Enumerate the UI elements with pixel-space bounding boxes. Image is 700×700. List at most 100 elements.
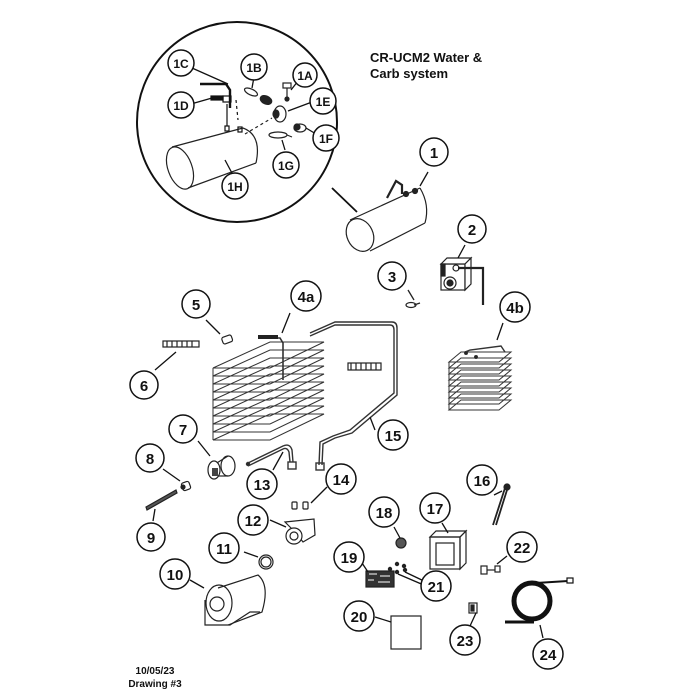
callout-6: 6 [129,370,159,400]
part-4a-evaporator-coil [212,312,325,441]
callout-20-label: 20 [351,609,368,626]
part-1e-manifold [244,105,287,135]
part-8-nut [162,468,192,492]
part-20-cover-panel [374,615,422,650]
callout-11-label: 11 [216,541,232,558]
callout-4b: 4b [499,291,531,323]
callout-4a: 4a [290,280,322,312]
detail-magnifier [136,21,358,223]
part-2-pump-block [439,244,485,305]
callout-3: 3 [377,261,407,291]
part-13-tube [245,444,297,471]
callout-12-label: 12 [245,513,262,530]
part-22-connector [480,555,508,575]
callout-16: 16 [466,464,498,496]
part-1g-stem [268,131,293,139]
part-4b-coil [447,322,513,411]
callout-1c-label: 1C [173,57,189,71]
title-line-2: Carb system [370,66,449,81]
part-1-carbonator-tank [345,171,429,252]
callout-15-label: 15 [385,428,402,445]
callout-21-label: 21 [428,579,445,596]
part-6-manifold-strip [154,340,200,371]
callout-17-label: 17 [427,501,444,518]
part-24-coiled-hose [505,577,574,639]
callout-15: 15 [377,419,409,451]
callout-1a: 1A [292,62,318,88]
callout-1a-label: 1A [297,69,313,83]
part-1f-nut [293,123,307,133]
part-12-pump-head [269,518,316,545]
manifold-strip-loose [347,362,382,371]
part-1a-valve [282,82,292,102]
callout-labels: 1C 1B 1A 1D 1E 1F 1G 1H 1 2 3 4a 4b 5 6 … [129,49,564,670]
callout-18-label: 18 [376,505,393,522]
callout-1g: 1G [272,151,300,179]
callout-2-label: 2 [468,222,476,239]
callout-4b-label: 4b [506,300,524,317]
callout-12: 12 [237,504,269,536]
callout-1d-label: 1D [173,99,189,113]
callout-14: 14 [325,463,357,495]
part-17-bracket-box [428,522,468,571]
callout-18: 18 [368,496,400,528]
callout-7-label: 7 [179,422,187,439]
callout-13: 13 [246,468,278,500]
part-16-probe [492,483,511,526]
callout-24: 24 [532,638,564,670]
callout-11: 11 [208,532,240,564]
callout-1d: 1D [167,91,195,119]
callout-1c: 1C [167,49,195,77]
part-1c-elbow-fitting [200,82,239,121]
callout-1g-label: 1G [278,159,294,173]
callout-2: 2 [457,214,487,244]
part-10-motor [189,574,266,626]
part-9-rod [145,489,178,522]
part-14-fittings [291,486,328,510]
callout-17: 17 [419,492,451,524]
callout-1-label: 1 [430,145,438,162]
callout-9: 9 [136,522,166,552]
callout-10-label: 10 [167,567,184,584]
drawing-number: Drawing #3 [128,679,182,690]
part-15-water-tube [309,321,398,471]
callout-3-label: 3 [388,269,396,286]
part-7-fitting-body [197,440,236,480]
part-1h-tank-detail [165,127,259,190]
callout-8-label: 8 [146,451,154,468]
callout-21: 21 [420,570,452,602]
callout-24-label: 24 [540,647,557,664]
callout-1b-label: 1B [246,61,262,75]
callout-19: 19 [333,541,365,573]
callout-1b: 1B [240,53,268,81]
callout-16-label: 16 [474,473,491,490]
drawing-footer: 10/05/23 Drawing #3 [110,665,200,691]
callout-1e-label: 1E [316,95,331,109]
callout-23: 23 [449,624,481,656]
callout-1: 1 [419,137,449,167]
callout-1f: 1F [312,124,340,152]
callout-14-label: 14 [333,472,350,489]
callout-5-label: 5 [192,297,200,314]
callout-10: 10 [159,558,191,590]
callout-1h-label: 1H [227,180,242,194]
callout-1e: 1E [309,87,337,115]
part-1b-check-valve [243,87,273,106]
part-23-switch [468,602,478,627]
callout-20: 20 [343,600,375,632]
part-18-knob [393,526,407,549]
part-3-screw [405,289,421,309]
callout-8: 8 [135,443,165,473]
callout-13-label: 13 [254,477,271,494]
callout-1f-label: 1F [319,132,333,146]
drawing-date: 10/05/23 [135,666,175,677]
callout-22-label: 22 [514,540,531,557]
callout-22: 22 [506,531,538,563]
callout-6-label: 6 [140,378,148,395]
callout-5: 5 [181,289,211,319]
part-5-sleeve [205,319,234,345]
diagram-title: CR-UCM2 Water &Carb system [370,50,482,82]
part-19-circuit-board [361,562,395,588]
part-11-clamp [243,551,274,570]
